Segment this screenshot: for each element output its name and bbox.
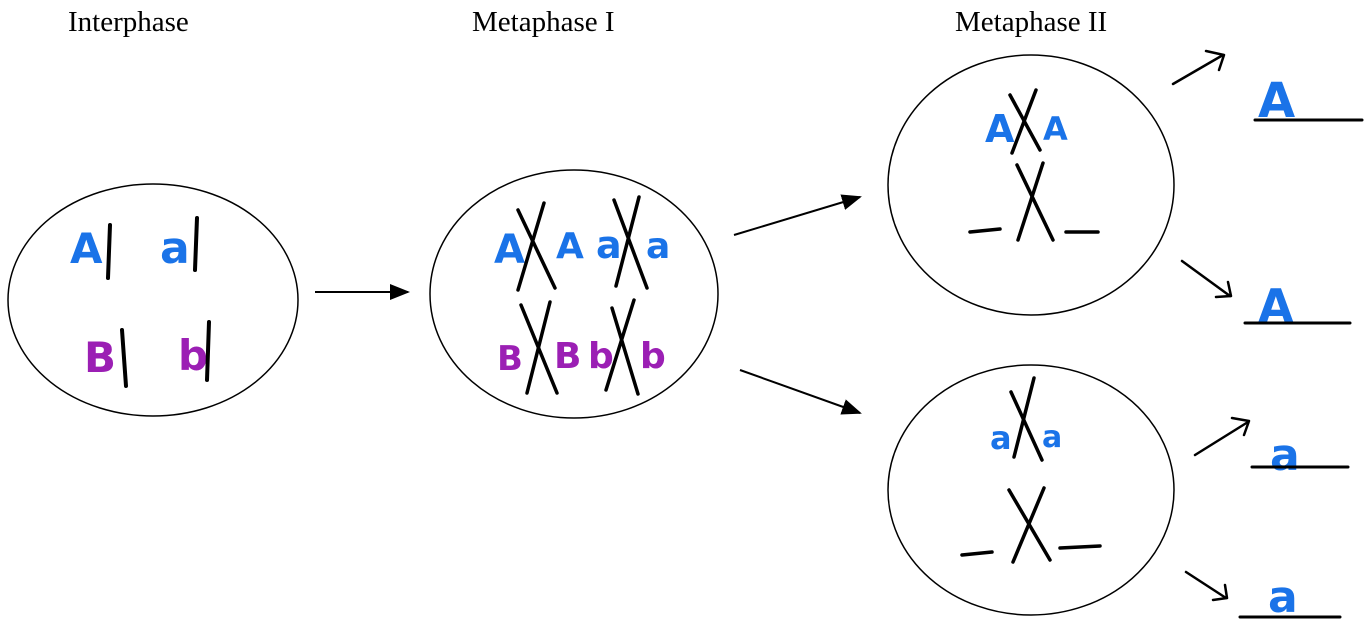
allele-label: a [160, 223, 190, 274]
blank-allele [968, 227, 1002, 234]
allele-label: B [497, 339, 523, 379]
allele-label: b [640, 336, 666, 377]
stage-title-metaphase-1: Metaphase I [472, 6, 615, 38]
allele-label: b [588, 336, 614, 377]
chromosome [106, 223, 112, 280]
allele-label: B [554, 336, 581, 377]
arrowhead [1214, 280, 1233, 299]
arrowhead [1230, 416, 1251, 437]
allele-label: A [1043, 110, 1068, 148]
arrowhead [1211, 583, 1229, 602]
chromatid [1015, 163, 1055, 242]
gamete-label: a [1268, 572, 1298, 623]
arrow [1171, 53, 1225, 86]
chromatid [516, 201, 546, 292]
chromatid [1011, 486, 1046, 564]
chromatid [612, 198, 649, 290]
stage-title-metaphase-2: Metaphase II [955, 6, 1108, 38]
allele-label: a [990, 419, 1012, 457]
chromatid [604, 298, 636, 392]
arrow [1193, 420, 1250, 457]
allele-label: A [556, 226, 584, 267]
allele-label: A [70, 224, 103, 273]
allele-label: a [596, 223, 622, 267]
chromatid [1016, 161, 1045, 242]
arrow [739, 369, 862, 415]
chromosome [193, 216, 199, 272]
chromatid [614, 195, 641, 288]
arrowhead [1204, 49, 1226, 72]
metaphase-1-cell [429, 169, 719, 419]
chromatid [1010, 88, 1038, 155]
metaphase-2-top-cell [887, 54, 1175, 316]
chromatid [1009, 390, 1044, 462]
arrow [733, 194, 862, 236]
gamete-label: a [1270, 430, 1300, 481]
allele-label: B [84, 333, 116, 382]
allele-label: A [494, 227, 525, 273]
allele-label: a [1042, 420, 1062, 455]
interphase-cell [7, 183, 299, 417]
chromosome [205, 320, 211, 382]
arrow [1180, 259, 1232, 298]
allele-label: a [646, 226, 670, 267]
metaphase-2-bottom-cell [887, 364, 1175, 616]
blank-allele [960, 550, 994, 557]
gamete-label: A [1258, 279, 1294, 333]
arrow [1184, 570, 1228, 600]
allele-label: b [178, 331, 208, 380]
chromatid [525, 300, 552, 395]
blank-allele [1058, 544, 1102, 550]
chromosome [120, 328, 128, 388]
stage-title-interphase: Interphase [68, 6, 189, 38]
chromatid [516, 208, 557, 290]
chromatid [610, 306, 640, 396]
chromatid [1012, 376, 1036, 459]
allele-label: A [985, 107, 1015, 151]
